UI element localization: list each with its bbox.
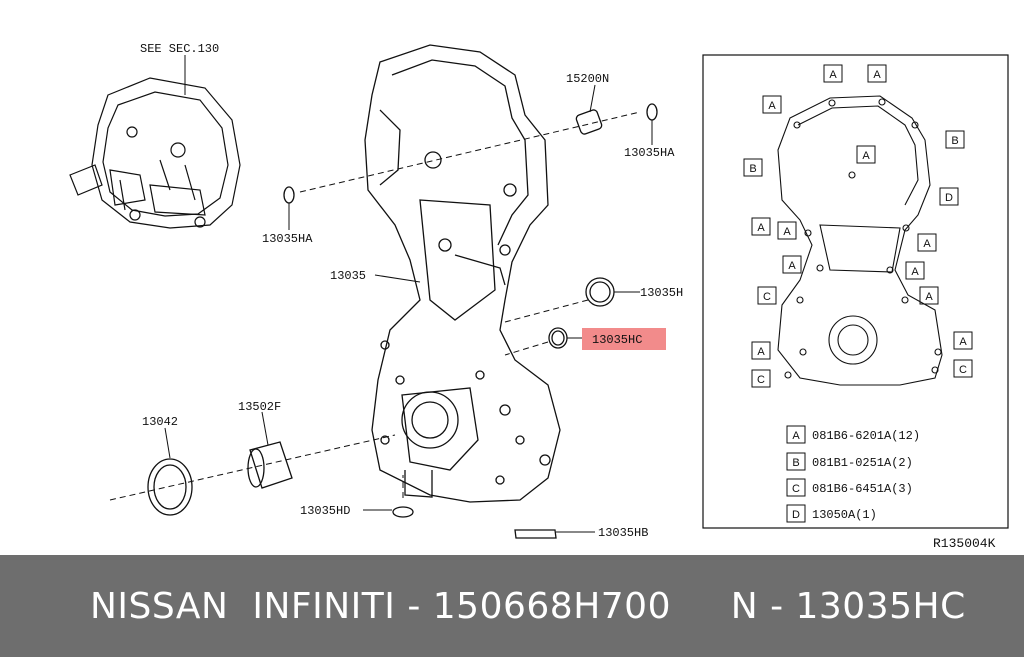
label-13035hb: 13035HB <box>598 526 648 540</box>
label-15200n: 15200N <box>566 72 609 86</box>
label-13502f: 13502F <box>238 400 281 414</box>
bolt-letter-r3: A <box>923 238 931 250</box>
bolt-letter-r5: A <box>925 291 933 303</box>
legend-letter-d: D <box>792 509 800 521</box>
sprocket-13502f <box>249 441 293 489</box>
legend-row-b: B 081B1-0251A(2) <box>786 452 913 471</box>
bolt-letter-c1: A <box>862 150 870 162</box>
bolt-letter-r6: A <box>959 336 967 348</box>
valve-15200n <box>575 109 603 135</box>
bolt-letter-r1: B <box>951 135 958 147</box>
label-13042: 13042 <box>142 415 178 429</box>
bolt-inset-panel <box>702 54 1009 529</box>
small-parts <box>147 103 658 539</box>
legend-row-a: A 081B6-6201A(12) <box>786 425 920 444</box>
bolt-letter-l1: A <box>768 100 776 112</box>
label-13035: 13035 <box>330 269 366 283</box>
legend-letter-b: B <box>792 457 799 469</box>
parts-diagram: SEE SEC.130 15200N 13035HA 13035HA 13035… <box>69 42 1009 551</box>
label-13035ha-left: 13035HA <box>262 232 313 246</box>
bolt-legend: A 081B6-6201A(12) B 081B1-0251A(2) C 081… <box>786 425 920 523</box>
reference-code: R135004K <box>933 536 996 551</box>
part-number-banner: NISSAN INFINITI - 150668H700 N - 13035HC <box>0 555 1024 657</box>
o-ring-13035hd <box>392 506 414 518</box>
bolt-letter-l8: C <box>757 374 765 386</box>
front-cover-illustration <box>364 44 561 503</box>
part-number-text: NISSAN INFINITI - 150668H700 N - 13035HC <box>90 585 966 627</box>
bolt-letter-r2: D <box>945 192 953 204</box>
bolt-letter-r4: A <box>911 266 919 278</box>
o-ring-13035ha-right <box>646 103 658 121</box>
highlight-13035hc <box>582 328 666 350</box>
label-13035h: 13035H <box>640 286 683 300</box>
bolt-letter-l5: A <box>788 260 796 272</box>
diagram-canvas: SEE SEC.130 15200N 13035HA 13035HA 13035… <box>69 42 1009 551</box>
legend-row-c: C 081B6-6451A(3) <box>786 478 913 497</box>
gasket-13035hb <box>514 529 557 539</box>
bolt-letter-l6: C <box>763 291 771 303</box>
leader-lines <box>164 55 653 533</box>
bolt-letter-l7: A <box>757 346 765 358</box>
bolt-letter-boxes <box>743 64 973 388</box>
legend-text-a: 081B6-6201A(12) <box>812 429 920 443</box>
label-see-sec: SEE SEC.130 <box>140 42 219 56</box>
assembly-lines <box>109 111 641 501</box>
legend-text-b: 081B1-0251A(2) <box>812 456 913 470</box>
label-13035hc: 13035HC <box>592 333 642 347</box>
bolt-letter-l2: B <box>749 163 756 175</box>
bolt-letters: A A A B B A D A A A A A C A A A C C <box>749 69 967 386</box>
inset-cover-illustration <box>777 95 943 386</box>
bolt-letter-l3: A <box>757 222 765 234</box>
bolt-letter-r7: C <box>959 364 967 376</box>
seal-13042 <box>147 458 193 516</box>
label-13035hd: 13035HD <box>300 504 350 518</box>
timing-assembly-illustration <box>69 77 241 229</box>
legend-letter-a: A <box>792 430 800 442</box>
legend-text-d: 13050A(1) <box>812 508 877 522</box>
legend-row-d: D 13050A(1) <box>786 504 877 523</box>
legend-letter-c: C <box>792 483 800 495</box>
bolt-letter-top2: A <box>873 69 881 81</box>
bolt-letter-top1: A <box>829 69 837 81</box>
o-ring-13035ha-left <box>283 186 295 204</box>
legend-text-c: 081B6-6451A(3) <box>812 482 913 496</box>
bolt-letter-l4: A <box>783 226 791 238</box>
label-13035ha-right: 13035HA <box>624 146 675 160</box>
